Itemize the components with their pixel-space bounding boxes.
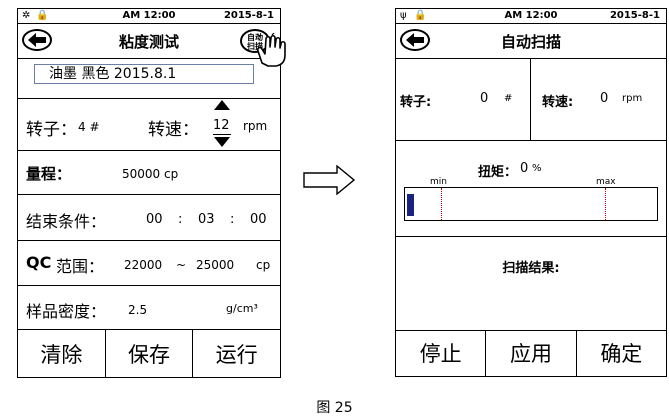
- end-seconds[interactable]: 00: [250, 212, 267, 227]
- sun-icon: ✲: [22, 10, 31, 21]
- end-condition-label: 结束条件：: [26, 212, 107, 231]
- row-divider: [530, 59, 531, 140]
- lock-icon: 🔒: [36, 10, 49, 21]
- figure-caption: 图 25: [316, 400, 353, 416]
- lock-icon: 🔒: [414, 10, 427, 21]
- viscosity-test-screen: ✲ 🔒 AM 12:00 2015-8-1 粘度测试 自动 扫描 油墨 黑色 2…: [17, 8, 286, 378]
- speed-up-icon[interactable]: [214, 100, 230, 110]
- torque-value: 0: [520, 161, 529, 176]
- qc-range-row: QC 范围： 22000 ~ 25000 cp: [18, 241, 280, 286]
- rotor-value[interactable]: 4 #: [78, 120, 100, 134]
- torque-unit: %: [532, 163, 542, 174]
- scan-result-label: 扫描结果:: [502, 261, 560, 276]
- date: 2015-8-1: [609, 10, 660, 21]
- rotor-value: 0: [480, 91, 489, 106]
- qc-label: 范围：: [56, 257, 105, 276]
- action-bar: 停止 应用 确定: [396, 330, 666, 376]
- back-button[interactable]: [22, 29, 52, 51]
- max-marker: [605, 188, 606, 220]
- min-label: min: [430, 177, 447, 187]
- end-minutes[interactable]: 03: [198, 212, 215, 227]
- rotor-label: 转子：: [26, 120, 77, 140]
- arrow-left-icon: [28, 33, 46, 47]
- status-bar: ψ 🔒 AM 12:00 2015-8-1: [396, 9, 666, 24]
- clear-button[interactable]: 清除: [18, 330, 106, 377]
- sample-name-input[interactable]: 油墨 黑色 2015.8.1: [34, 64, 254, 84]
- title-bar: 粘度测试 自动 扫描: [18, 23, 286, 67]
- end-hours[interactable]: 00: [146, 212, 163, 227]
- confirm-button[interactable]: 确定: [600, 342, 643, 366]
- density-unit: g/cm³: [226, 302, 258, 315]
- density-label: 样品密度：: [26, 302, 107, 321]
- back-button[interactable]: [400, 29, 430, 51]
- page-title: 自动扫描: [500, 33, 561, 51]
- speed-label: 转速：: [148, 120, 199, 140]
- speed-value: 0: [600, 91, 609, 106]
- speed-down-icon[interactable]: [214, 137, 230, 147]
- torque-row: 扭矩： 0 % min max: [396, 141, 666, 237]
- date: 2015-8-1: [223, 10, 274, 21]
- title-bar: 自动扫描: [396, 23, 666, 59]
- max-label: max: [596, 177, 616, 187]
- qc-tilde: ~: [176, 258, 187, 272]
- transition-arrow-icon: [303, 165, 355, 195]
- min-marker: [441, 188, 442, 220]
- sample-row: 油墨 黑色 2015.8.1: [18, 59, 280, 99]
- rotor-speed-row: 转子: 0 # 转速: 0 rpm: [396, 59, 666, 141]
- density-value[interactable]: 2.5: [128, 303, 148, 317]
- rotor-label: 转子:: [400, 95, 432, 110]
- scan-result-row: 扫描结果:: [396, 237, 666, 331]
- end-sep-1: :: [178, 212, 183, 227]
- speed-label: 转速:: [542, 95, 574, 110]
- speed-value-underline: [213, 134, 231, 135]
- torque-fill: [407, 194, 414, 216]
- range-row: 量程： 50000 cp: [18, 151, 280, 195]
- apply-button[interactable]: 应用: [486, 330, 577, 376]
- end-sep-2: :: [230, 212, 235, 227]
- action-bar: 清除 保存 运行: [18, 330, 280, 377]
- speed-unit: rpm: [243, 119, 268, 133]
- status-bar: ✲ 🔒 AM 12:00 2015-8-1: [18, 9, 280, 24]
- end-condition-row: 结束条件： 00 : 03 : 00: [18, 195, 280, 241]
- qc-high[interactable]: 25000: [196, 258, 235, 272]
- torque-gauge: [404, 187, 658, 221]
- rotor-unit: #: [504, 93, 513, 104]
- rotor-speed-row: 转子： 4 # 转速： 12 rpm: [18, 99, 280, 151]
- clock: AM 12:00: [122, 10, 176, 21]
- clock: AM 12:00: [504, 10, 558, 21]
- speed-value[interactable]: 12: [213, 118, 230, 133]
- density-row: 样品密度： 2.5 g/cm³: [18, 286, 280, 330]
- arrow-left-icon: [406, 33, 424, 47]
- auto-scan-screen: ψ 🔒 AM 12:00 2015-8-1 自动扫描 转子: 0 # 转速: 0…: [395, 8, 667, 377]
- save-button[interactable]: 保存: [106, 330, 194, 377]
- range-label: 量程：: [26, 165, 72, 183]
- page-title: 粘度测试: [118, 33, 179, 51]
- torque-label: 扭矩：: [478, 165, 518, 180]
- range-value: 50000 cp: [122, 167, 179, 181]
- speed-unit: rpm: [622, 93, 643, 104]
- usb-icon: ψ: [400, 10, 407, 21]
- qc-low[interactable]: 22000: [124, 258, 163, 272]
- qc-label-prefix: QC: [26, 253, 52, 272]
- run-button[interactable]: 运行: [215, 342, 258, 367]
- stop-button[interactable]: 停止: [396, 330, 487, 376]
- qc-unit: cp: [256, 258, 271, 272]
- tap-hand-icon: [256, 33, 286, 67]
